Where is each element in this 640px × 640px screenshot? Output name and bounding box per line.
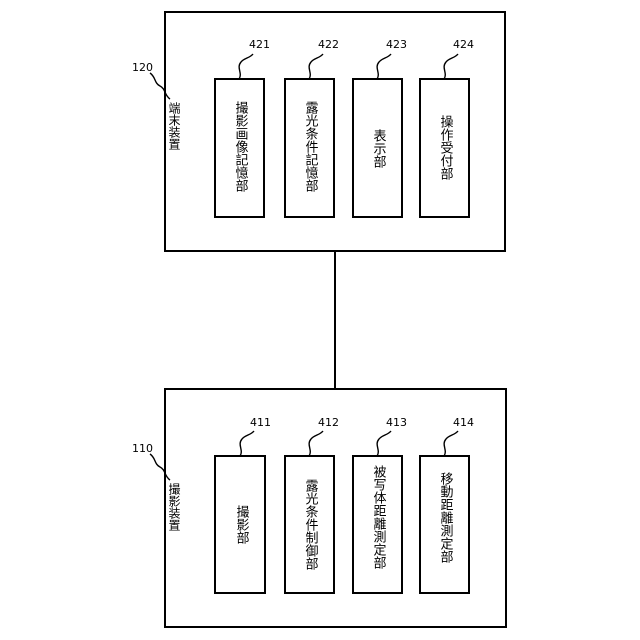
- block-421-label: 撮影画像記憶部: [233, 100, 249, 192]
- terminal-device-label: 端末装置: [167, 102, 181, 150]
- block-414-ref: 414: [453, 416, 474, 429]
- block-411-label: 撮影部: [234, 504, 250, 544]
- block-422-label: 露光条件記憶部: [303, 101, 319, 192]
- camera-device-ref: 110: [132, 442, 153, 455]
- block-423-label: 表示部: [371, 129, 387, 168]
- block-413-ref: 413: [386, 416, 407, 429]
- terminal-device-ref: 120: [132, 61, 153, 74]
- camera-device-label: 撮影装置: [167, 483, 181, 531]
- block-424-label: 操作受付部: [438, 114, 454, 180]
- terminal-device: 120 端末装置 421 撮影画像記憶部 422 露光条件記憶部 423 表示部…: [132, 12, 505, 251]
- block-424-ref: 424: [453, 38, 474, 51]
- block-412-ref: 412: [318, 416, 339, 429]
- block-422-ref: 422: [318, 38, 339, 51]
- block-421-ref: 421: [249, 38, 270, 51]
- block-411-ref: 411: [250, 416, 271, 429]
- block-413-label: 被写体距離測定部: [371, 465, 387, 569]
- block-414-label: 移動距離測定部: [438, 472, 454, 563]
- block-412-label: 露光条件制御部: [303, 479, 319, 570]
- block-423-ref: 423: [386, 38, 407, 51]
- camera-device: 110 撮影装置 411 撮影部 412 露光条件制御部 413 被写体距離測定…: [132, 389, 506, 627]
